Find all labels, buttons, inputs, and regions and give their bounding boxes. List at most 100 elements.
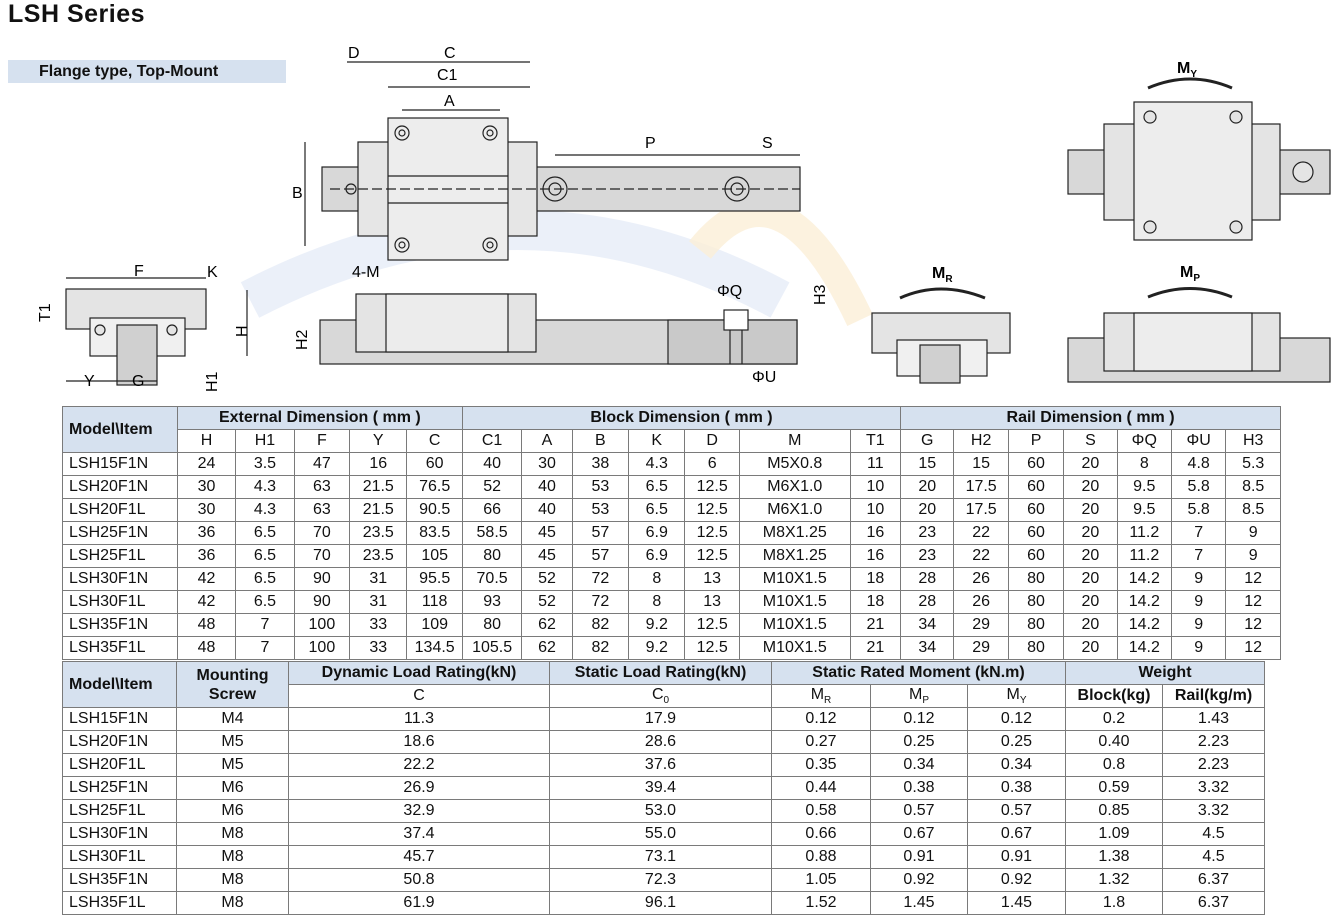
moment-my-drawing xyxy=(1067,77,1331,241)
value-cell: 60 xyxy=(1007,521,1065,545)
value-cell: 80 xyxy=(1007,613,1065,637)
value-cell: 4.5 xyxy=(1162,845,1265,869)
value-cell: 30 xyxy=(176,498,237,522)
value-cell: 105 xyxy=(406,544,463,568)
value-cell: 0.67 xyxy=(967,822,1066,846)
value-cell: 20 xyxy=(1063,567,1118,591)
value-cell: M8 xyxy=(176,868,289,892)
value-cell: 31 xyxy=(349,590,408,614)
value-cell: 80 xyxy=(1007,636,1065,660)
value-cell: 4.5 xyxy=(1162,822,1265,846)
value-cell: 20 xyxy=(1063,521,1118,545)
value-cell: 9.2 xyxy=(628,636,686,660)
value-cell: 0.91 xyxy=(967,845,1066,869)
model-cell: LSH35F1N xyxy=(62,613,178,637)
svg-text:C: C xyxy=(444,45,456,62)
value-cell: 33 xyxy=(349,613,408,637)
model-cell: LSH30F1N xyxy=(62,822,177,846)
value-cell: M10X1.5 xyxy=(738,636,851,660)
value-cell: 0.92 xyxy=(870,868,968,892)
value-cell: 1.38 xyxy=(1065,845,1163,869)
value-cell: 1.32 xyxy=(1065,868,1163,892)
value-cell: 0.85 xyxy=(1065,799,1163,823)
value-cell: 6.9 xyxy=(628,544,686,568)
value-cell: 95.5 xyxy=(406,567,463,591)
value-cell: 4.8 xyxy=(1170,452,1227,476)
value-cell: M5 xyxy=(176,730,289,754)
value-cell: 0.38 xyxy=(967,776,1066,800)
value-cell: 0.12 xyxy=(870,707,968,731)
value-cell: 7 xyxy=(1170,521,1227,545)
svg-text:C1: C1 xyxy=(437,67,458,84)
value-cell: 1.8 xyxy=(1065,891,1163,915)
moment-my-header: MY xyxy=(967,684,1066,708)
value-cell: 82 xyxy=(571,613,630,637)
value-cell: 96.1 xyxy=(549,891,772,915)
value-cell: 7 xyxy=(235,613,295,637)
value-cell: 21.5 xyxy=(349,498,408,522)
model-cell: LSH35F1N xyxy=(62,868,177,892)
value-cell: 13 xyxy=(684,590,740,614)
value-cell: 32.9 xyxy=(288,799,550,823)
dimension-column-header: M xyxy=(738,429,851,453)
value-cell: 61.9 xyxy=(288,891,550,915)
model-cell: LSH30F1L xyxy=(62,845,177,869)
value-cell: 16 xyxy=(849,544,902,568)
value-cell: M10X1.5 xyxy=(738,590,851,614)
value-cell: 58.5 xyxy=(461,521,523,545)
value-cell: 0.67 xyxy=(870,822,968,846)
value-cell: 12 xyxy=(1225,636,1281,660)
value-cell: 39.4 xyxy=(549,776,772,800)
svg-text:Y: Y xyxy=(84,373,95,390)
moment-mp-header: MP xyxy=(870,684,968,708)
svg-text:ΦU: ΦU xyxy=(752,369,776,386)
value-cell: 3.32 xyxy=(1162,799,1265,823)
load-model-header: Model\Item xyxy=(62,661,177,708)
svg-text:D: D xyxy=(348,45,360,62)
svg-text:S: S xyxy=(762,135,773,152)
dimension-column-header: ΦQ xyxy=(1116,429,1172,453)
value-cell: M8 xyxy=(176,845,289,869)
value-cell: M10X1.5 xyxy=(738,567,851,591)
dimension-column-header: S xyxy=(1063,429,1118,453)
value-cell: 23.5 xyxy=(349,521,408,545)
rail-weight-header: Rail(kg/m) xyxy=(1162,684,1265,708)
value-cell: 11.2 xyxy=(1116,544,1172,568)
model-cell: LSH20F1L xyxy=(62,498,178,522)
value-cell: 11.3 xyxy=(288,707,550,731)
value-cell: 90 xyxy=(293,567,351,591)
value-cell: 0.57 xyxy=(967,799,1066,823)
value-cell: 52 xyxy=(521,567,573,591)
svg-text:K: K xyxy=(207,264,218,281)
static-load-header: Static Load Rating(kN) xyxy=(549,661,772,685)
value-cell: 70 xyxy=(293,544,351,568)
value-cell: 14.2 xyxy=(1116,636,1172,660)
value-cell: 57 xyxy=(571,544,630,568)
value-cell: 40 xyxy=(521,475,573,499)
value-cell: 80 xyxy=(461,613,523,637)
value-cell: 13 xyxy=(684,567,740,591)
value-cell: 90 xyxy=(293,590,351,614)
value-cell: 34 xyxy=(900,636,955,660)
value-cell: 53 xyxy=(571,498,630,522)
value-cell: M6 xyxy=(176,776,289,800)
dimension-column-header: A xyxy=(521,429,573,453)
value-cell: 0.34 xyxy=(870,753,968,777)
value-cell: 60 xyxy=(1007,544,1065,568)
weight-header: Weight xyxy=(1065,661,1265,685)
svg-text:G: G xyxy=(132,373,144,390)
value-cell: 105.5 xyxy=(461,636,523,660)
value-cell: 9 xyxy=(1170,567,1227,591)
value-cell: 23 xyxy=(900,544,955,568)
value-cell: 1.09 xyxy=(1065,822,1163,846)
value-cell: 53 xyxy=(571,475,630,499)
value-cell: 80 xyxy=(1007,567,1065,591)
value-cell: 62 xyxy=(521,613,573,637)
value-cell: 23.5 xyxy=(349,544,408,568)
dimension-column-header: H xyxy=(176,429,237,453)
value-cell: 5.3 xyxy=(1225,452,1281,476)
value-cell: 15 xyxy=(900,452,955,476)
